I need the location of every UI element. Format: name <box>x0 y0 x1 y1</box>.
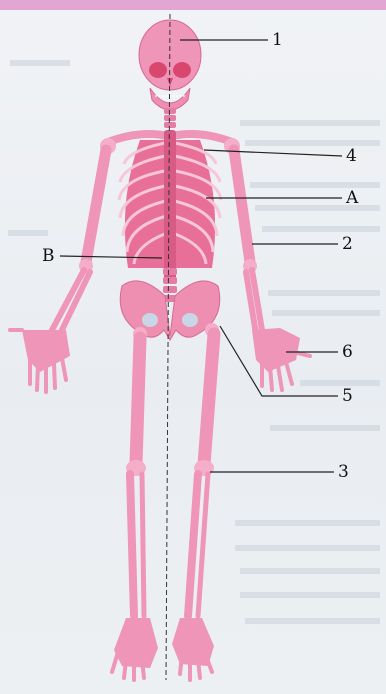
label-6: 6 <box>342 343 353 361</box>
label-2: 2 <box>342 235 353 253</box>
cervical-vertebrae <box>164 108 176 128</box>
label-A: A <box>346 189 358 207</box>
leader-4 <box>204 150 342 156</box>
left-arm <box>10 150 106 392</box>
label-1: 1 <box>272 31 283 49</box>
label-B: B <box>42 247 55 265</box>
spine <box>163 130 177 302</box>
label-3: 3 <box>338 463 349 481</box>
right-leg <box>172 323 219 680</box>
label-4: 4 <box>346 147 357 165</box>
label-5: 5 <box>342 387 353 405</box>
left-leg <box>112 327 158 680</box>
